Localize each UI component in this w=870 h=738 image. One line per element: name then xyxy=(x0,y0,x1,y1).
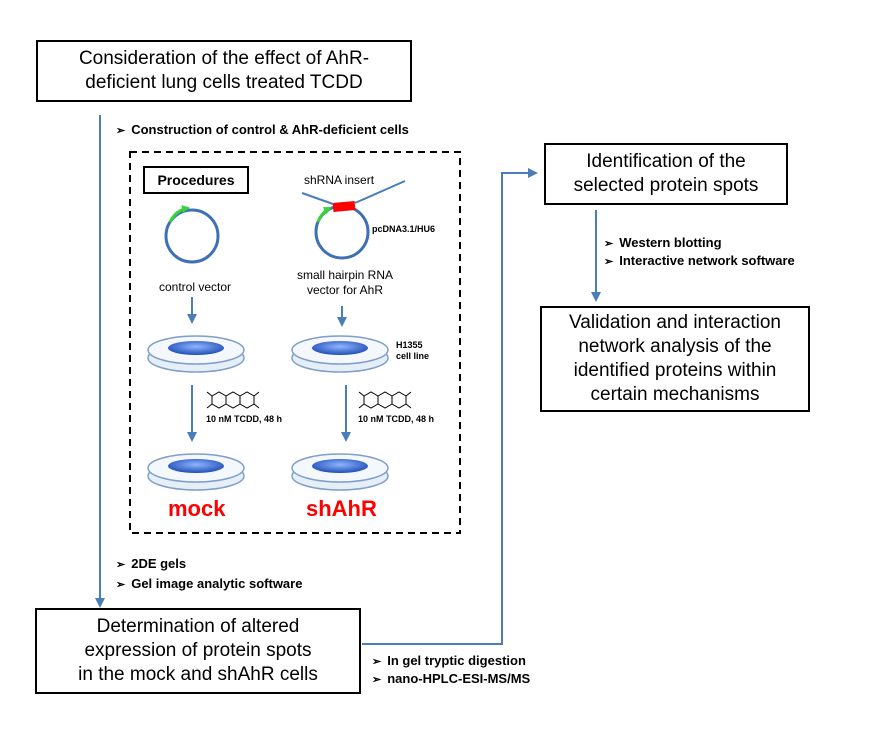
box-consideration: Consideration of the effect of AhR- defi… xyxy=(36,40,412,102)
box-validation-text: Validation and interaction network analy… xyxy=(569,312,781,405)
label-tcdd-right: 10 nM TCDD, 48 h xyxy=(358,414,435,424)
tcdd-molecule-left xyxy=(206,391,260,409)
dish-shrna-1 xyxy=(291,335,389,373)
box-identification: Identification of the selected protein s… xyxy=(544,143,788,205)
arrowhead-bullet-icon: ➢ xyxy=(116,579,126,591)
tcdd-molecule-right xyxy=(358,391,412,409)
arrowhead-bullet-icon: ➢ xyxy=(372,656,382,668)
box-identification-text: Identification of the selected protein s… xyxy=(573,151,759,196)
insert-line-left xyxy=(301,192,334,205)
note-gel-software: ➢Gel image analytic software xyxy=(116,576,303,591)
note-construction: ➢Construction of control & AhR-deficient… xyxy=(116,122,409,137)
note-interactive: ➢Interactive network software xyxy=(604,253,795,268)
shrna-plasmid-promoter xyxy=(316,206,332,223)
arrowhead-bullet-icon: ➢ xyxy=(116,125,126,137)
arrowhead-bullet-icon: ➢ xyxy=(604,238,614,250)
box-procedures: Procedures xyxy=(143,166,249,194)
box-procedures-text: Procedures xyxy=(157,172,235,188)
arrowhead-bullet-icon: ➢ xyxy=(372,674,382,686)
box-consideration-text: Consideration of the effect of AhR- defi… xyxy=(78,48,370,93)
dish-control-1 xyxy=(147,335,245,373)
label-shahr: shAhR xyxy=(306,496,377,521)
box-validation: Validation and interaction network analy… xyxy=(540,306,810,412)
insert-line-right xyxy=(354,180,406,204)
note-nano: ➢nano-HPLC-ESI-MS/MS xyxy=(372,671,531,686)
note-western: ➢Western blotting xyxy=(604,235,722,250)
label-mock: mock xyxy=(168,496,226,521)
control-plasmid xyxy=(164,208,220,264)
arrowhead-bullet-icon: ➢ xyxy=(116,559,126,571)
note-gels: ➢2DE gels xyxy=(116,556,187,571)
label-shrna-insert: shRNA insert xyxy=(304,173,375,187)
procedures-frame xyxy=(129,151,461,534)
label-tcdd-left: 10 nM TCDD, 48 h xyxy=(206,414,283,424)
control-plasmid-promoter xyxy=(168,205,190,223)
dish-shahr xyxy=(291,453,389,491)
label-cell-line: H1355 cell line xyxy=(396,340,430,361)
dish-mock xyxy=(147,453,245,491)
arrow-to-identification xyxy=(362,168,538,645)
label-hairpin-vector: small hairpin RNA vector for AhR xyxy=(296,268,394,297)
note-in-gel: ➢In gel tryptic digestion xyxy=(372,653,526,668)
label-pcdna: pcDNA3.1/HU6 xyxy=(372,224,436,234)
label-control-vector: control vector xyxy=(158,280,232,294)
box-determination-text: Determination of altered expression of p… xyxy=(78,616,318,685)
shrna-insert-block xyxy=(332,201,356,212)
box-determination: Determination of altered expression of p… xyxy=(35,608,361,694)
arrowhead-bullet-icon: ➢ xyxy=(604,256,614,268)
